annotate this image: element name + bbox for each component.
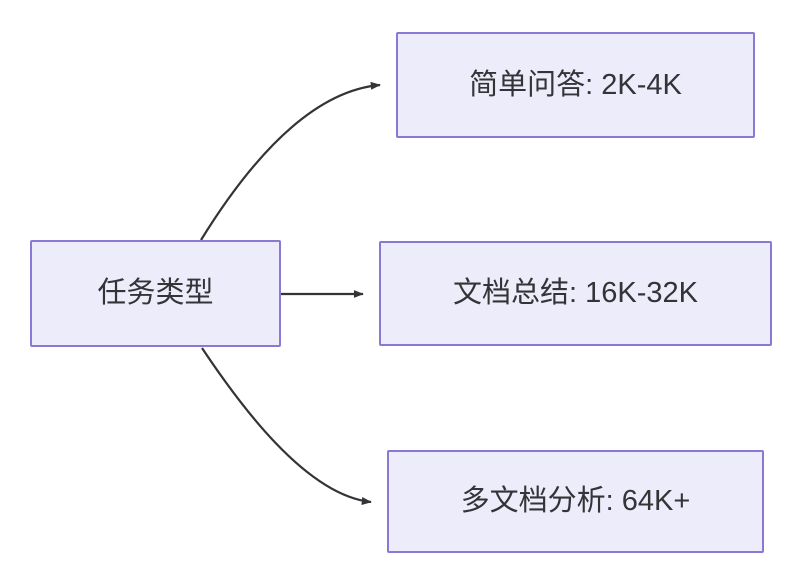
node-task-type[interactable]: 任务类型 — [30, 240, 281, 347]
node-multi-doc[interactable]: 多文档分析: 64K+ — [387, 450, 764, 553]
edge-root-to-multi-doc — [201, 347, 372, 505]
edge-root-to-simple-qa — [200, 81, 381, 241]
node-simple-qa[interactable]: 简单问答: 2K-4K — [396, 32, 755, 138]
node-simple-qa-label: 简单问答: 2K-4K — [469, 68, 682, 101]
node-multi-doc-label: 多文档分析: 64K+ — [460, 485, 691, 518]
node-doc-summary-label: 文档总结: 16K-32K — [453, 277, 698, 310]
node-task-type-label: 任务类型 — [97, 277, 214, 310]
node-doc-summary[interactable]: 文档总结: 16K-32K — [379, 241, 772, 346]
